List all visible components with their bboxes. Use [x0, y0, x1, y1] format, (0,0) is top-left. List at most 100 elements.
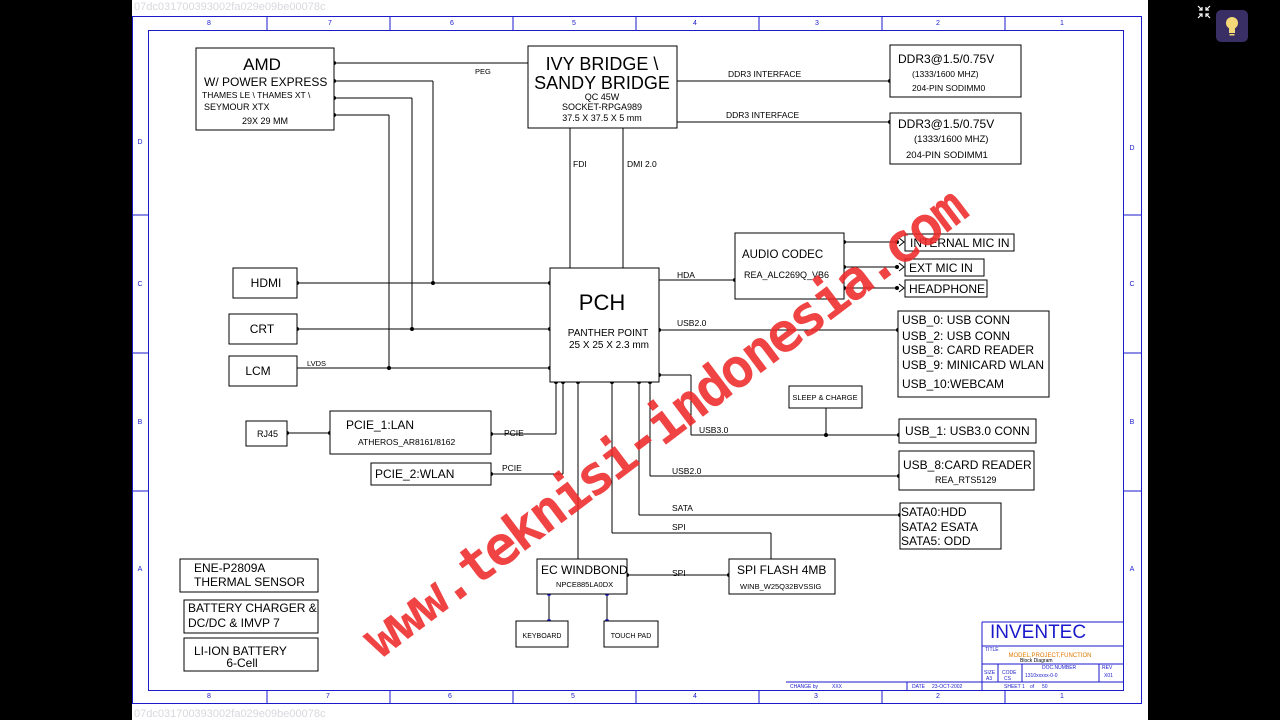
company-name: INVENTEC [990, 622, 1086, 643]
gpu-variants: THAMES LE \ THAMES XT \ [202, 90, 311, 100]
audio-codec-block: AUDIO CODEC REA_ALC269Q_VB6 [734, 232, 845, 300]
sata-odd: SATA5: ODD [901, 534, 971, 548]
lcm-label: LCM [245, 364, 270, 378]
battery-type: LI-ION BATTERY [194, 644, 287, 658]
docnum-label: DOC.NUMBER [1042, 665, 1077, 671]
row-labels: D C B A D C B A [137, 139, 1134, 573]
size-value: A3 [986, 676, 992, 682]
ext-mic-label: EXT MIC IN [909, 261, 973, 275]
title-label: TITLE [985, 647, 999, 653]
sheet-id-top: 07dc031700393002fa029e09be00078c [134, 1, 326, 13]
rev-label: REV [1102, 665, 1113, 671]
outer-border [132, 16, 1142, 704]
bus-spi-label: SPI [672, 522, 686, 532]
rj45-label: RJ45 [257, 429, 278, 439]
title-block: INVENTEC TITLE MODEL,PROJECT,FUNCTION Bl… [786, 621, 1124, 691]
rev-value: X01 [1104, 673, 1113, 679]
battery-cells: 6-Cell [226, 656, 257, 670]
headphone-label: HEADPHONE [909, 282, 985, 296]
lightbulb-icon [1226, 17, 1238, 36]
spi-flash-part: WINB_W25Q32BVSSIG [740, 582, 821, 591]
cpu-socket: SOCKET-RPGA989 [562, 102, 642, 112]
zone-label: 7 [326, 693, 330, 700]
bus-ddr-b-label: DDR3 INTERFACE [726, 110, 800, 120]
wlan-block: PCIE_2:WLAN [370, 462, 492, 486]
collapse-arrows-icon[interactable] [1196, 4, 1224, 20]
wlan-title: PCIE_2:WLAN [375, 467, 454, 481]
ext-mic-block: EXT MIC IN [904, 258, 985, 277]
sheet-of-label: of [1030, 684, 1035, 690]
dimm0-type: DDR3@1.5/0.75V [898, 52, 994, 66]
usb-port-8: USB_8: CARD READER [902, 343, 1034, 357]
bus-pcie-wlan-label: PCIE [502, 463, 522, 473]
project-label: MODEL,PROJECT,FUNCTION [1008, 653, 1091, 659]
docnum-value: 1310xxxxx-0-0 [1025, 673, 1058, 679]
zone-label: 6 [448, 693, 452, 700]
card-reader-label: USB_8:CARD READER [903, 458, 1032, 472]
pch-block: PCH PANTHER POINT 25 X 25 X 2.3 mm [549, 267, 660, 383]
zone-label: D [1129, 145, 1134, 152]
gpu-title: AMD [243, 55, 281, 74]
dimm0-speed: (1333/1600 MHZ) [912, 69, 979, 79]
code-value: CS [1004, 676, 1012, 682]
zone-label: A [1130, 566, 1135, 573]
sleep-charge-label: SLEEP & CHARGE [792, 393, 857, 402]
bus-dmi-label: DMI 2.0 [627, 159, 657, 169]
column-labels-bottom: 8 7 6 5 4 3 2 1 [207, 693, 1064, 700]
cpu-block: IVY BRIDGE \ SANDY BRIDGE QC 45W SOCKET-… [527, 45, 678, 129]
hint-button[interactable] [1216, 10, 1248, 42]
ec-block: EC WINDBOND NPCE885LA0DX [536, 558, 628, 595]
column-labels-top: 8 7 6 5 4 3 2 1 [207, 20, 1064, 27]
dimm1-type: DDR3@1.5/0.75V [898, 117, 994, 131]
crt-block: CRT [228, 313, 298, 345]
keyboard-label: KEYBOARD [523, 633, 562, 640]
zone-label: 8 [207, 693, 211, 700]
zone-label: 4 [693, 20, 697, 27]
cpu-title-ivy: IVY BRIDGE \ [546, 54, 659, 74]
sata-hdd: SATA0:HDD [901, 505, 967, 519]
lan-title: PCIE_1:LAN [346, 418, 414, 432]
dimm0-slot: 204-PIN SODIMM0 [912, 83, 985, 93]
date-value: 23-OCT-2002 [932, 684, 963, 690]
dimm1-speed: (1333/1600 MHZ) [914, 134, 988, 145]
connection-wires [287, 62, 900, 621]
rj45-block: RJ45 [245, 420, 288, 447]
inner-border [148, 30, 1124, 691]
sodimm1-block: DDR3@1.5/0.75V (1333/1600 MHZ) 204-PIN S… [889, 112, 1022, 165]
zone-label: C [1129, 281, 1134, 288]
ec-title: EC WINDBOND [541, 563, 628, 577]
bus-usb20b-label: USB2.0 [672, 466, 702, 476]
zone-label: C [137, 281, 142, 288]
codec-title: AUDIO CODEC [742, 249, 823, 261]
zone-label: 6 [450, 20, 454, 27]
zone-label: 1 [1060, 20, 1064, 27]
sheet-total: 50 [1042, 684, 1048, 690]
change-label: CHANGE by [790, 684, 819, 690]
pch-title: PCH [579, 290, 625, 315]
charger-dcdc: DC/DC & IMVP 7 [188, 616, 280, 630]
usb-port-0: USB_0: USB CONN [902, 313, 1010, 327]
usb-port-9: USB_9: MINICARD WLAN [902, 358, 1044, 372]
zone-label: 1 [1060, 693, 1064, 700]
block-diagram: 8 7 6 5 4 3 2 1 8 7 6 5 4 3 2 1 D C B A … [132, 1, 1142, 720]
doc-title: Block Diagram [1020, 658, 1053, 664]
bus-usb30-label: USB3.0 [699, 425, 729, 435]
zone-label: 2 [936, 693, 940, 700]
amd-gpu-block: AMD W/ POWER EXPRESS THAMES LE \ THAMES … [195, 47, 335, 131]
dimm1-slot: 204-PIN SODIMM1 [906, 150, 988, 161]
cpu-size: 37.5 X 37.5 X 5 mm [562, 113, 642, 123]
zone-label: A [138, 566, 143, 573]
card-reader-part: REA_RTS5129 [935, 475, 996, 485]
headphone-block: HEADPHONE [904, 279, 988, 298]
zone-label: 2 [936, 20, 940, 27]
gpu-variant-seymour: SEYMOUR XTX [204, 102, 270, 112]
zone-label: D [137, 139, 142, 146]
zone-label: 4 [693, 693, 697, 700]
keyboard-block: KEYBOARD [515, 620, 569, 648]
frame-ticks [133, 17, 1141, 703]
cpu-title-sandy: SANDY BRIDGE [534, 73, 670, 93]
code-label: CODE [1002, 670, 1017, 676]
bus-hda-label: HDA [677, 270, 695, 280]
zone-label: B [1130, 419, 1135, 426]
change-value: XXX [832, 684, 843, 690]
